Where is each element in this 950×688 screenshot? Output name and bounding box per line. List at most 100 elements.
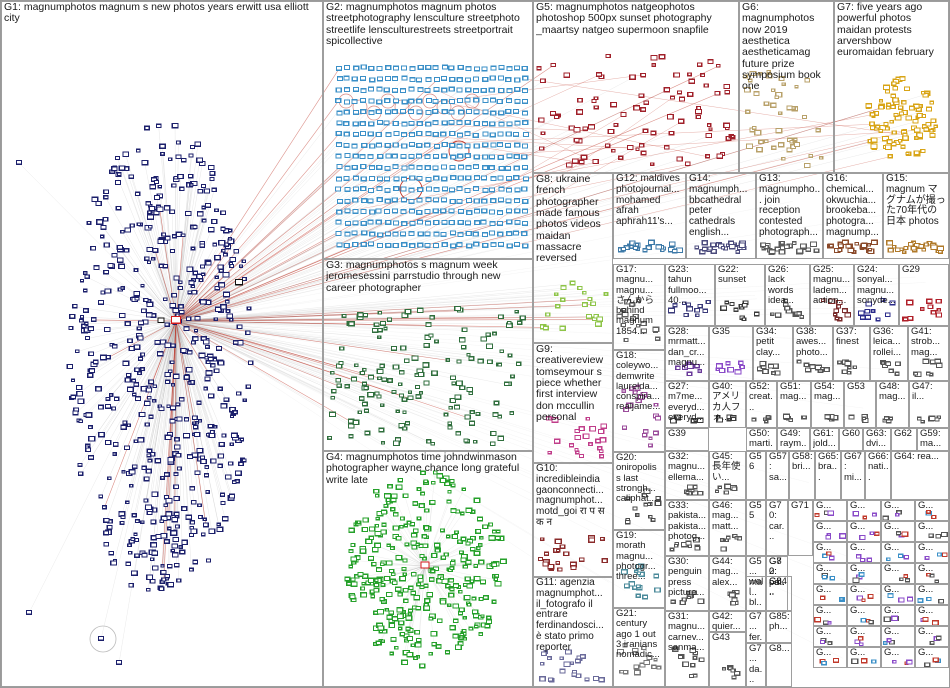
graph-node [189, 486, 196, 491]
graph-edge [105, 272, 177, 322]
graph-node [84, 321, 89, 326]
group-label: G70: car... [769, 501, 785, 542]
graph-node [103, 242, 110, 248]
graph-edge [149, 250, 177, 322]
graph-node [934, 579, 940, 584]
graph-node [225, 474, 232, 480]
graph-node [146, 246, 154, 253]
graph-node [192, 336, 199, 342]
graph-node [179, 397, 185, 402]
graph-edge [175, 320, 341, 364]
graph-edge [525, 78, 906, 136]
graph-node [203, 473, 210, 478]
graph-node [194, 141, 202, 147]
graph-edge [175, 320, 179, 405]
graph-edge [121, 168, 177, 322]
group-label: G38: awes... photo... [796, 327, 829, 358]
graph-node [140, 283, 145, 288]
graph-node [134, 537, 140, 542]
group-box-small: G... [813, 542, 847, 563]
graph-node [203, 386, 208, 391]
graph-node [171, 183, 177, 188]
graph-edge [175, 288, 580, 322]
graph-edge [424, 472, 436, 567]
graph-node [899, 577, 904, 582]
graph-node [215, 345, 223, 351]
graph-edge [175, 320, 340, 387]
graph-edge [175, 299, 590, 322]
graph-node [167, 526, 172, 531]
group-box-g22: G22: sunset [715, 264, 765, 326]
graph-node [169, 209, 176, 215]
graph-edge [175, 300, 563, 322]
graph-edge [175, 320, 179, 456]
graph-node [98, 432, 105, 438]
graph-node [178, 280, 183, 285]
graph-edge [154, 320, 177, 496]
graph-node [214, 285, 221, 291]
graph-node [859, 557, 866, 563]
group-box-g60: G60 [839, 428, 863, 451]
graph-node [822, 553, 828, 559]
graph-edge [175, 214, 189, 322]
group-label: G... [918, 522, 934, 532]
group-box-g34: G34: petit clay... [753, 326, 793, 381]
graph-node [207, 423, 214, 429]
graph-node [114, 155, 121, 161]
graph-edge [524, 121, 682, 213]
graph-node [186, 454, 193, 460]
graph-node [193, 431, 201, 438]
graph-edge [175, 129, 927, 322]
graph-node [931, 620, 939, 626]
graph-edge [175, 320, 599, 326]
group-box-g57: G57: sa... [766, 451, 789, 500]
graph-edge [80, 320, 177, 422]
graph-edge [175, 320, 676, 385]
graph-node [95, 386, 102, 392]
graph-node [225, 299, 230, 304]
graph-node [163, 472, 170, 477]
graph-node [178, 545, 183, 549]
group-box-g25: G25: magnu... ladem... action... [810, 264, 854, 326]
graph-edge [175, 320, 207, 468]
group-label: G53 [847, 382, 865, 392]
graph-node [183, 417, 190, 422]
group-box-g44: G44: mag... alex... [709, 556, 746, 611]
graph-node [161, 232, 167, 237]
graph-edge [175, 320, 208, 348]
graph-node [191, 415, 198, 421]
graph-edge [133, 320, 177, 395]
group-box-g16: G16: chemical... okwuchia... brookeba...… [823, 173, 883, 259]
graph-node [197, 211, 204, 217]
graph-node [126, 423, 131, 428]
graph-node [133, 532, 138, 537]
graph-node [207, 164, 215, 171]
graph-node [137, 437, 145, 443]
group-box-g58: G58: bri... [789, 451, 815, 500]
graph-node [200, 458, 207, 465]
group-box-g23: G23: tahun fullmoo... 40... [665, 264, 715, 326]
graph-edge [424, 565, 433, 617]
group-box-g51: G51: mag... [777, 381, 811, 428]
graph-node [190, 246, 196, 251]
graph-node [164, 434, 172, 441]
group-box-g49: G49: raym... [777, 428, 810, 451]
graph-edge [117, 158, 177, 322]
graph-edge [175, 320, 207, 526]
graph-node [181, 539, 188, 545]
group-label: G19: morath magnu... photogr... three... [616, 531, 659, 582]
group-label: G... [884, 585, 900, 595]
graph-node [860, 617, 867, 623]
graph-node [931, 514, 937, 520]
graph-edge [175, 320, 433, 445]
graph-edge [424, 561, 504, 567]
graph-node [858, 572, 865, 577]
graph-edge [110, 320, 177, 396]
group-box-small: G... [813, 563, 847, 584]
graph-node [163, 205, 171, 211]
graph-edge [175, 320, 405, 413]
graph-node [147, 214, 155, 220]
graph-node [173, 275, 180, 281]
graph-node [111, 252, 118, 258]
group-label: G2: magnumphotos magnum photos streetpho… [326, 2, 523, 47]
